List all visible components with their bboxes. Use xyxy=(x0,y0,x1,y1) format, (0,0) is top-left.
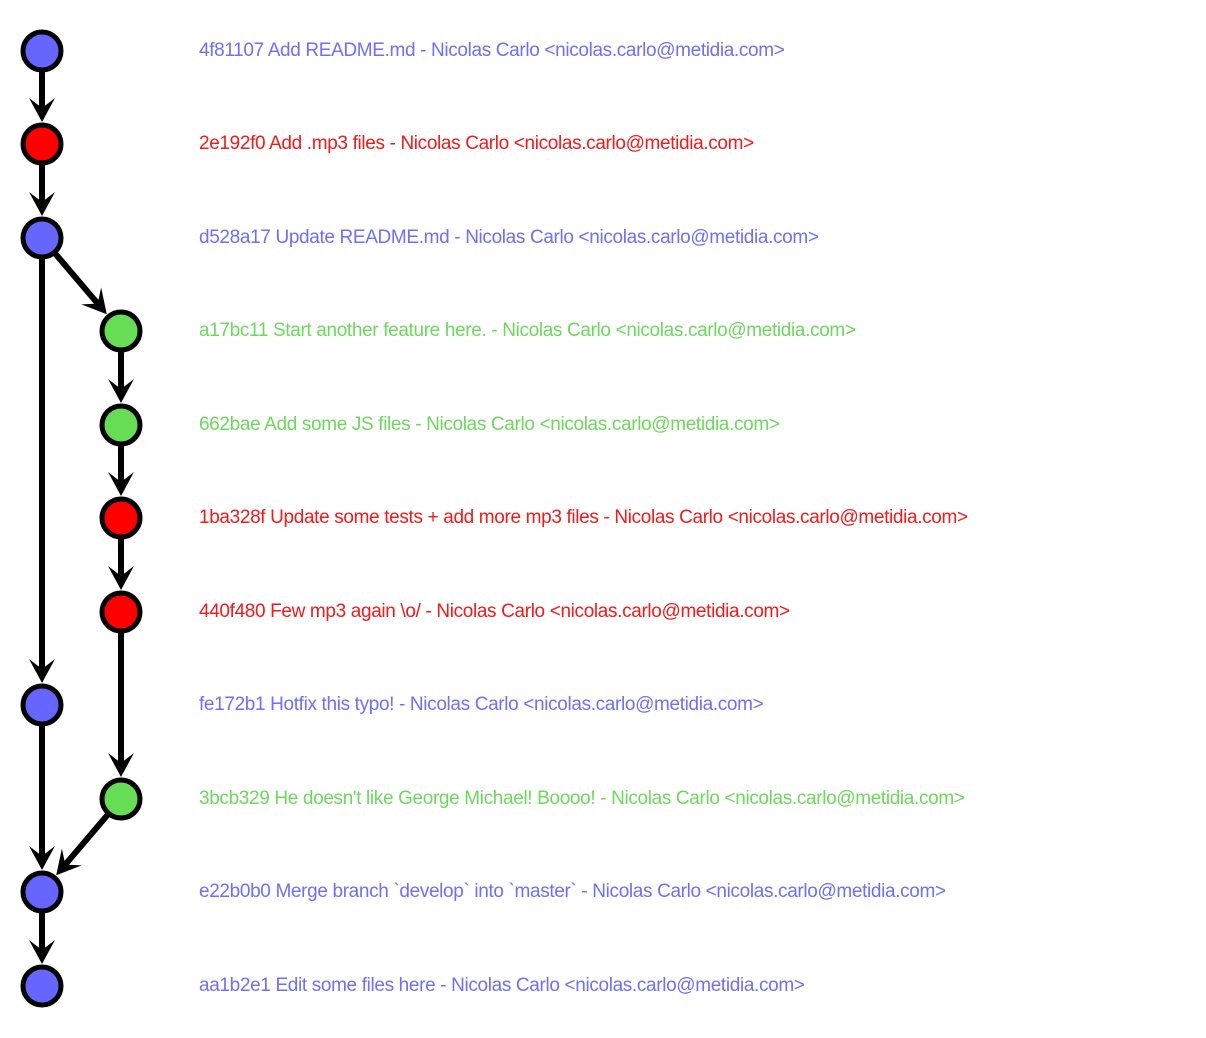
commit-node-d528a17[interactable] xyxy=(20,216,64,260)
commit-label-4f81107[interactable]: 4f81107 Add README.md - Nicolas Carlo <n… xyxy=(199,40,785,61)
commit-graph xyxy=(20,29,143,1008)
graph-nodes xyxy=(20,29,143,1008)
graph-edges xyxy=(29,72,134,964)
arrowhead-icon xyxy=(56,848,82,876)
arrowhead-icon xyxy=(108,472,134,496)
commit-node-3bcb329[interactable] xyxy=(99,777,143,821)
commit-label-aa1b2e1[interactable]: aa1b2e1 Edit some files here - Nicolas C… xyxy=(199,975,805,996)
commit-node-fe172b1[interactable] xyxy=(20,683,64,727)
arrowhead-icon xyxy=(108,753,134,777)
commit-label-d528a17[interactable]: d528a17 Update README.md - Nicolas Carlo… xyxy=(199,227,819,248)
commit-node-e22b0b0[interactable] xyxy=(20,870,64,914)
arrowhead-icon xyxy=(29,192,55,216)
commit-node-a17bc11[interactable] xyxy=(99,309,143,353)
arrowhead-icon xyxy=(108,566,134,590)
commit-node-4f81107[interactable] xyxy=(20,29,64,73)
commit-node-440f480[interactable] xyxy=(99,590,143,634)
commit-label-1ba328f[interactable]: 1ba328f Update some tests + add more mp3… xyxy=(199,507,968,528)
commit-label-a17bc11[interactable]: a17bc11 Start another feature here. - Ni… xyxy=(199,320,856,341)
graph-edge xyxy=(61,813,110,869)
commit-node-662bae[interactable] xyxy=(99,403,143,447)
arrowhead-icon xyxy=(81,287,107,315)
graph-edge xyxy=(53,252,102,308)
commit-node-aa1b2e1[interactable] xyxy=(20,964,64,1008)
commit-label-2e192f0[interactable]: 2e192f0 Add .mp3 files - Nicolas Carlo <… xyxy=(199,133,754,154)
commit-node-1ba328f[interactable] xyxy=(99,496,143,540)
commit-label-3bcb329[interactable]: 3bcb329 He doesn't like George Michael! … xyxy=(199,788,965,809)
arrowhead-icon xyxy=(29,940,55,964)
arrowhead-icon xyxy=(29,659,55,683)
arrowhead-icon xyxy=(108,379,134,403)
commit-label-fe172b1[interactable]: fe172b1 Hotfix this typo! - Nicolas Carl… xyxy=(199,694,764,715)
commit-label-e22b0b0[interactable]: e22b0b0 Merge branch `develop` into `mas… xyxy=(199,881,946,902)
arrowhead-icon xyxy=(29,98,55,122)
commit-label-440f480[interactable]: 440f480 Few mp3 again \o/ - Nicolas Carl… xyxy=(199,601,790,622)
commit-label-662bae[interactable]: 662bae Add some JS files - Nicolas Carlo… xyxy=(199,414,780,435)
commit-node-2e192f0[interactable] xyxy=(20,122,64,166)
arrowhead-icon xyxy=(29,846,55,870)
